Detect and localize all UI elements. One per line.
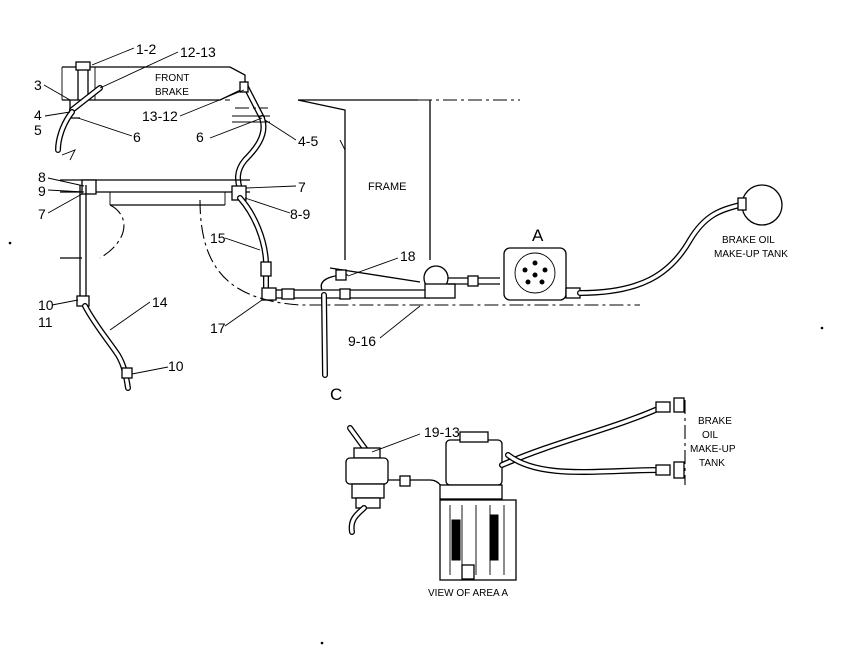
tank-bottom-label-4: TANK — [699, 458, 725, 469]
callout-19-13: 19-13 — [424, 424, 460, 440]
area-a-label: A — [532, 226, 544, 245]
callout-14: 14 — [152, 294, 168, 310]
frame-outline: FRAME — [297, 99, 520, 260]
callout-6-right: 6 — [196, 129, 204, 145]
callout-leaders — [43, 47, 421, 453]
frame-label: FRAME — [368, 181, 407, 193]
callout-8-9: 8-9 — [290, 206, 310, 222]
callout-1-2: 1-2 — [136, 41, 156, 57]
callout-4-left: 4 — [34, 107, 42, 123]
callout-9-left: 9 — [38, 183, 46, 199]
callout-15: 15 — [210, 230, 226, 246]
tank-bottom-label-2: OIL — [702, 430, 719, 441]
callout-13-12: 13-12 — [142, 108, 178, 124]
tank-bottom-label-3: MAKE-UP — [690, 444, 736, 455]
tank-top-label-1: BRAKE OIL — [722, 235, 775, 246]
tank-top-label-2: MAKE-UP TANK — [714, 249, 788, 260]
tank-bottom-label-1: BRAKE — [698, 416, 732, 427]
front-brake-label-1: FRONT — [155, 73, 189, 84]
callout-11: 11 — [38, 314, 53, 330]
front-brake-assembly — [55, 61, 270, 193]
callout-17: 17 — [210, 320, 226, 336]
callout-numbers: 1-2 12-13 3 4 5 6 13-12 6 4-5 8 9 7 7 8-… — [34, 41, 460, 440]
callout-6-left: 6 — [133, 129, 141, 145]
front-brake-label-2: BRAKE — [155, 87, 189, 98]
callout-3: 3 — [34, 77, 42, 93]
callout-12-13-top: 12-13 — [180, 44, 216, 60]
callout-5-left: 5 — [34, 122, 42, 138]
callout-4-5: 4-5 — [298, 133, 318, 149]
frame-rail — [60, 149, 250, 259]
callout-8-left: 8 — [38, 169, 46, 185]
valve-and-pump: A — [423, 226, 581, 301]
view-of-area-a: BRAKE OIL MAKE-UP TANK VIEW OF AREA A — [345, 397, 736, 599]
callout-18: 18 — [400, 248, 416, 264]
callout-9-16: 9-16 — [348, 333, 376, 349]
view-caption: VIEW OF AREA A — [428, 588, 508, 599]
callout-10-top: 10 — [38, 297, 54, 313]
callout-7-right: 7 — [298, 179, 306, 195]
tank-hose-top: BRAKE OIL MAKE-UP TANK — [577, 184, 788, 296]
callout-7-left: 7 — [38, 206, 46, 222]
callout-10-bottom: 10 — [168, 358, 184, 374]
area-c-label: C — [330, 385, 342, 404]
center-brake-line — [199, 195, 640, 378]
left-brake-line — [60, 185, 133, 391]
